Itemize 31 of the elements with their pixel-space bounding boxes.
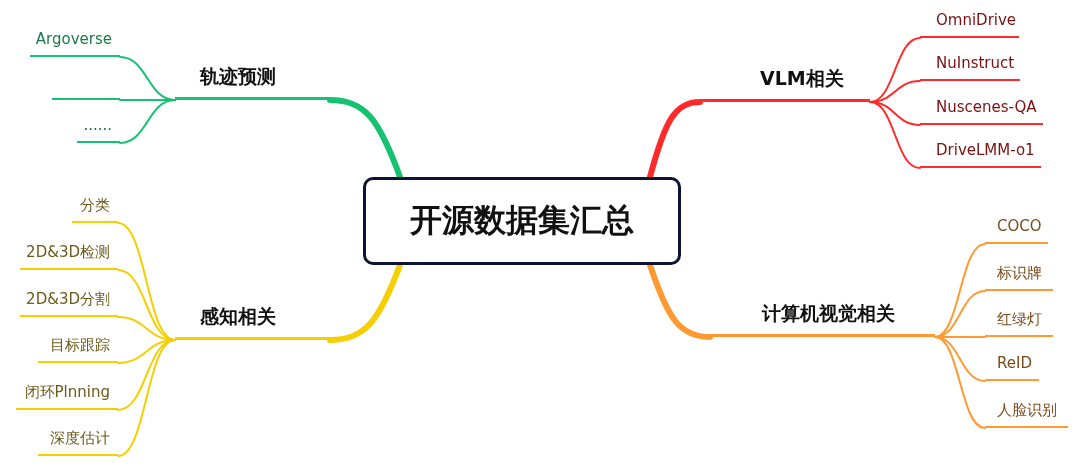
leaf-label: 红绿灯 bbox=[997, 311, 1042, 328]
branch-label: 计算机视觉相关 bbox=[762, 303, 895, 324]
leaf-label: ReID bbox=[997, 355, 1032, 372]
branch-label: 轨迹预测 bbox=[200, 66, 276, 87]
leaf-label: 2D&3D分割 bbox=[26, 291, 110, 308]
leaf-label: 分类 bbox=[80, 197, 110, 214]
leaf-label: 闭环Plnning bbox=[24, 384, 110, 401]
leaf-label: 深度估计 bbox=[50, 430, 110, 447]
branch-line bbox=[119, 99, 176, 144]
leaf-label: ...... bbox=[83, 117, 112, 134]
underline bbox=[175, 304, 330, 340]
branch-label: 感知相关 bbox=[200, 306, 276, 327]
leaf-label: 目标跟踪 bbox=[50, 337, 110, 354]
leaf-label: DriveLMM-o1 bbox=[936, 142, 1035, 159]
leaf-label: 标识牌 bbox=[997, 265, 1042, 282]
branch-line bbox=[869, 101, 921, 169]
leaf-label: Argoverse bbox=[35, 31, 112, 48]
underline bbox=[700, 66, 870, 102]
leaf-label: COCO bbox=[997, 218, 1042, 235]
title-box: 开源数据集汇总 bbox=[363, 177, 681, 265]
leaf-label: 人脸识别 bbox=[997, 402, 1057, 419]
leaf-label: Nuscenes-QA bbox=[936, 99, 1037, 116]
underline bbox=[175, 64, 330, 100]
leaf-label: OmniDrive bbox=[936, 12, 1017, 29]
branch-line bbox=[934, 243, 986, 338]
leaf-label: 2D&3D检测 bbox=[26, 244, 110, 261]
branch-line bbox=[117, 339, 176, 457]
branch-line bbox=[934, 336, 986, 429]
underline bbox=[710, 301, 935, 337]
leaf-label: NuInstruct bbox=[936, 55, 1015, 72]
branch-label: VLM相关 bbox=[760, 68, 844, 89]
